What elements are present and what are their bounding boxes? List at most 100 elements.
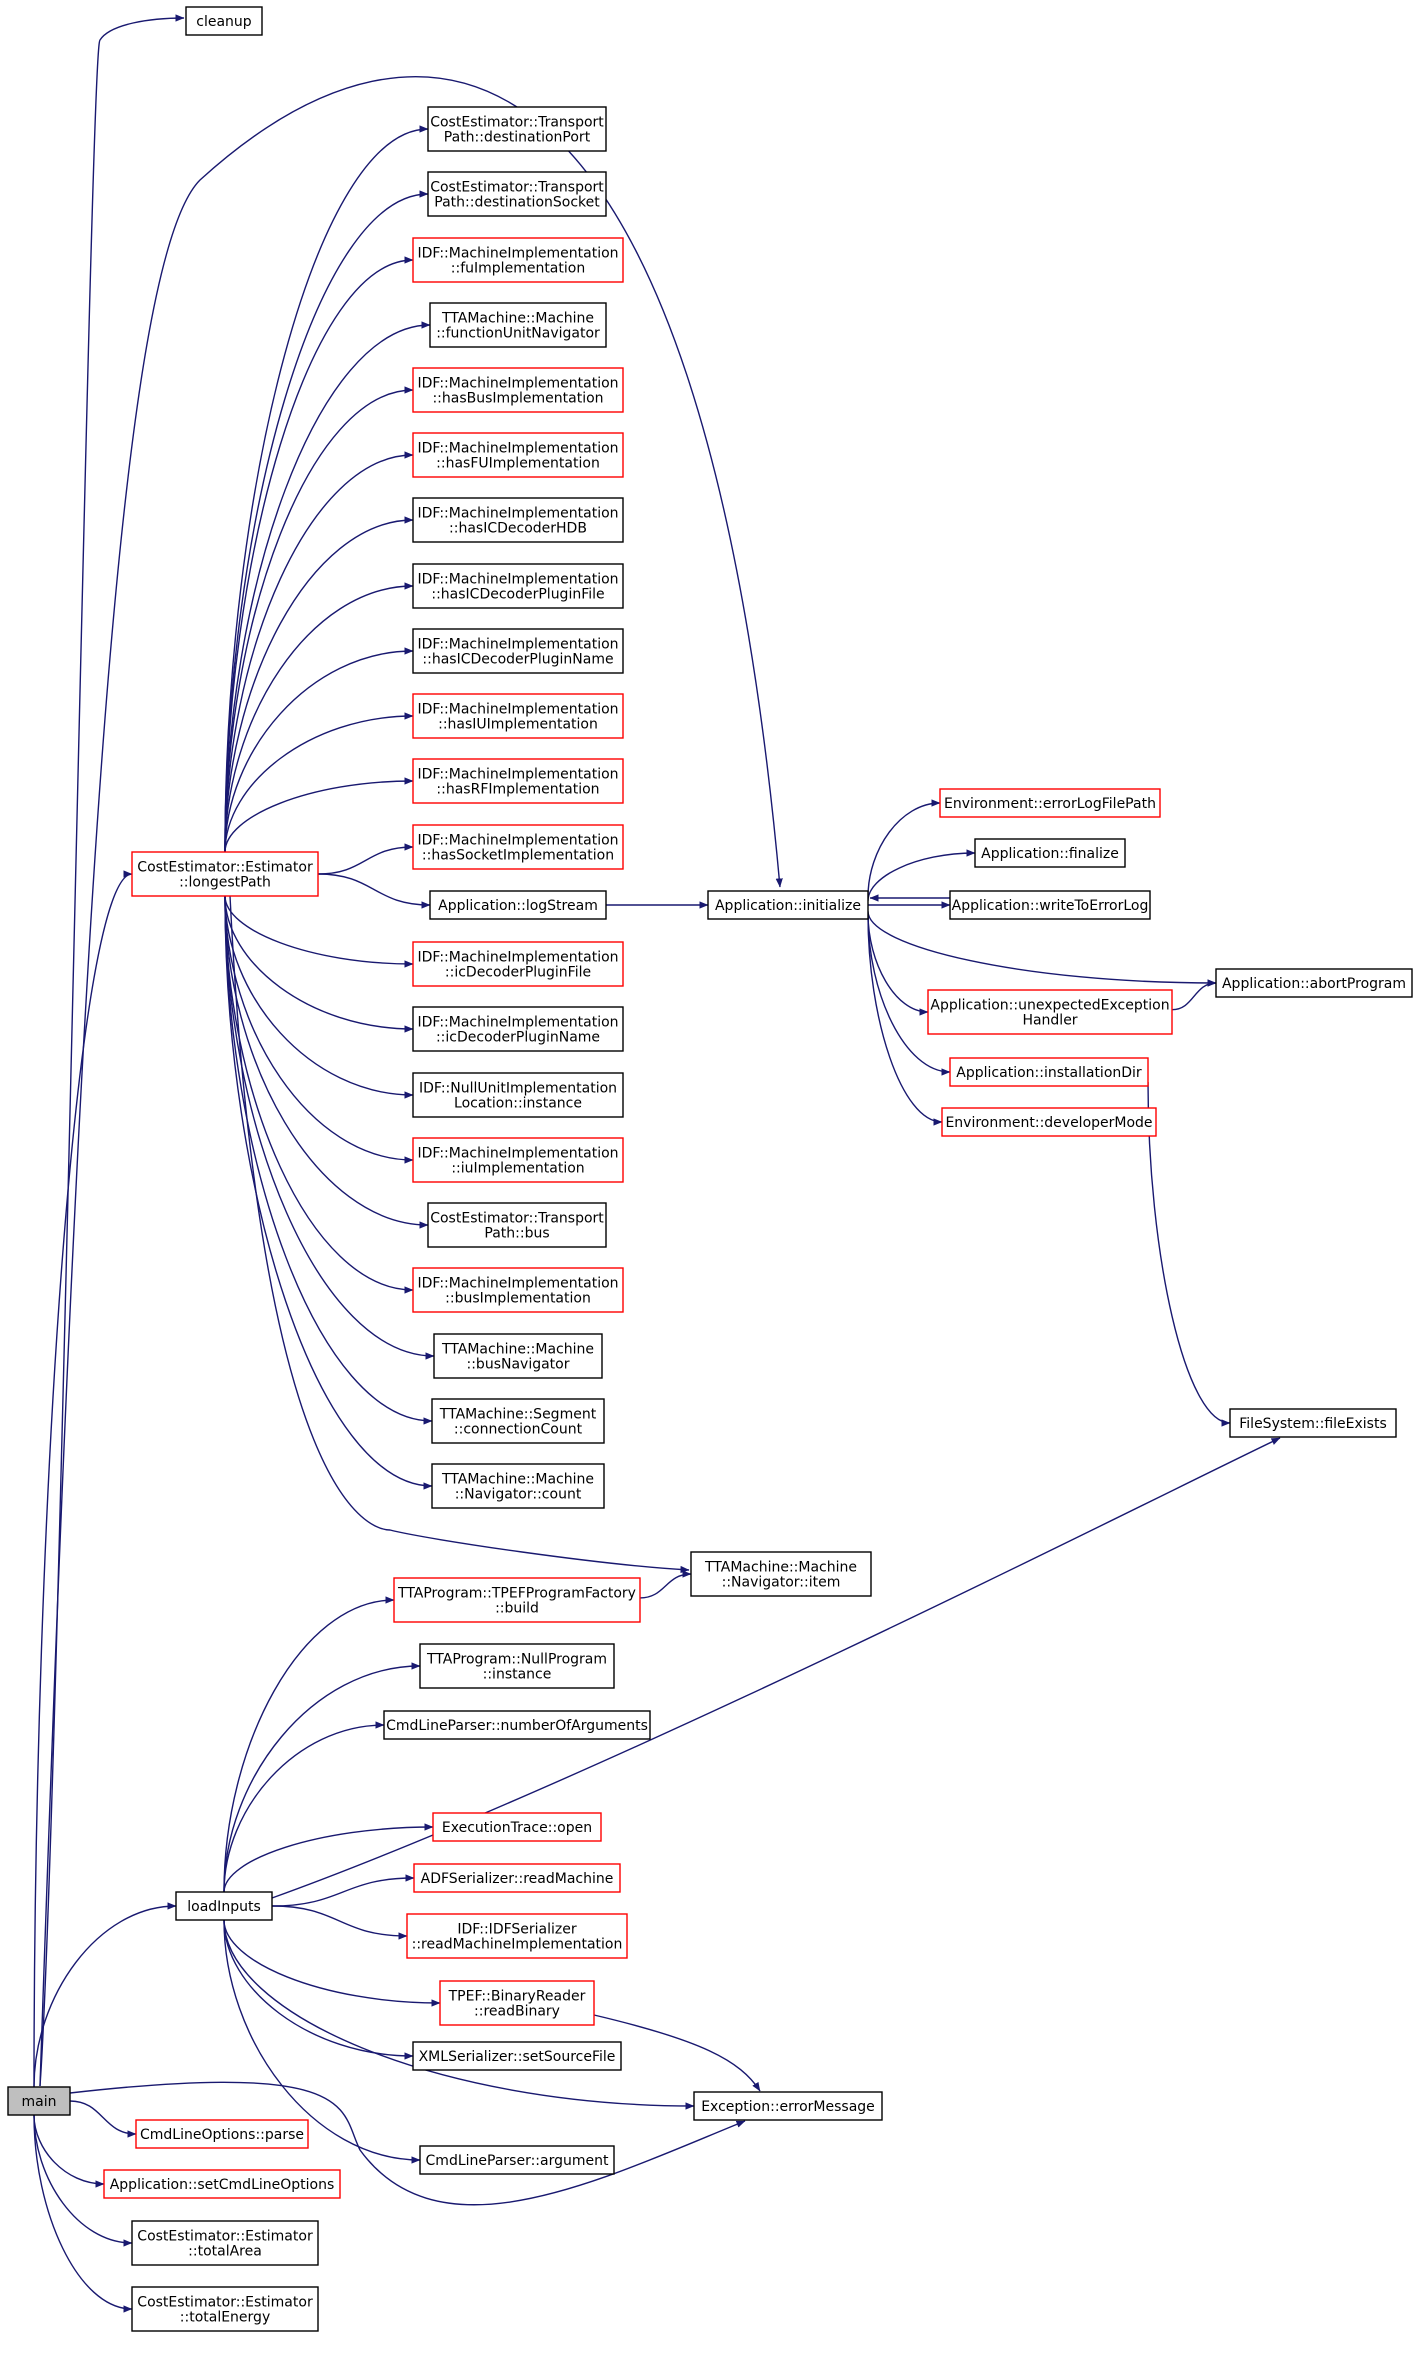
node-traceOpen[interactable]: ExecutionTrace::open — [432, 1812, 602, 1842]
node-box — [939, 788, 1161, 818]
node-setSourceFile[interactable]: XMLSerializer::setSourceFile — [412, 2041, 622, 2071]
node-busImplementation[interactable]: IDF::MachineImplementation::busImplement… — [412, 1267, 624, 1313]
node-label: ::build — [495, 1601, 539, 1617]
edge-longestPath-to-fuImplementation — [224, 256, 414, 853]
edge-main-to-initialize — [39, 76, 783, 2087]
node-cleanup[interactable]: cleanup — [185, 6, 263, 36]
node-box — [412, 1137, 624, 1183]
node-label: Location::instance — [454, 1096, 582, 1112]
node-busNavigator[interactable]: TTAMachine::Machine::busNavigator — [433, 1333, 603, 1379]
node-label: ::hasICDecoderPluginFile — [431, 587, 604, 603]
node-hasICDecoderPluginFile[interactable]: IDF::MachineImplementation::hasICDecoder… — [412, 563, 624, 609]
node-layer: main cleanupCostEstimator::Estimator::lon… — [7, 6, 1413, 2332]
node-hasRFImplementation[interactable]: IDF::MachineImplementation::hasRFImpleme… — [412, 758, 624, 804]
node-tpefBuild[interactable]: TTAProgram::TPEFProgramFactory::build — [393, 1577, 641, 1623]
node-label: CostEstimator::Estimator — [137, 2295, 313, 2311]
edge-main-to-parse — [69, 2100, 137, 2138]
node-errorLogFilePath[interactable]: Environment::errorLogFilePath — [939, 788, 1161, 818]
node-setCmdLineOptions[interactable]: Application::setCmdLineOptions — [103, 2169, 341, 2199]
node-readMachineImpl[interactable]: IDF::IDFSerializer::readMachineImplement… — [406, 1913, 628, 1959]
edge-longestPath-to-nullUnitInstance — [224, 895, 414, 1099]
node-label: IDF::MachineImplementation — [417, 246, 618, 262]
node-label: ::hasICDecoderPluginName — [422, 652, 613, 668]
node-box — [412, 1072, 624, 1118]
node-nullUnitInstance[interactable]: IDF::NullUnitImplementationLocation::ins… — [412, 1072, 624, 1118]
node-box — [419, 1643, 615, 1689]
node-destinationSocket[interactable]: CostEstimator::TransportPath::destinatio… — [427, 171, 607, 217]
node-navCount[interactable]: TTAMachine::Machine::Navigator::count — [431, 1463, 605, 1509]
node-argument[interactable]: CmdLineParser::argument — [419, 2145, 615, 2175]
node-hasBusImplementation[interactable]: IDF::MachineImplementation::hasBusImplem… — [412, 367, 624, 413]
node-fuImplementation[interactable]: IDF::MachineImplementation::fuImplementa… — [412, 237, 624, 283]
node-label: FileSystem::fileExists — [1239, 1416, 1387, 1432]
edge-initialize-to-unexpectedHandler — [867, 913, 929, 1016]
node-errorMessage[interactable]: Exception::errorMessage — [693, 2091, 883, 2121]
node-destinationPort[interactable]: CostEstimator::TransportPath::destinatio… — [427, 106, 607, 152]
node-abortProgram[interactable]: Application::abortProgram — [1215, 968, 1413, 998]
node-label: TTAMachine::Segment — [439, 1407, 597, 1423]
node-label: Exception::errorMessage — [701, 2099, 875, 2115]
edge-longestPath-to-hasBusImplementation — [224, 386, 414, 853]
node-label: CmdLineParser::numberOfArguments — [386, 1718, 648, 1734]
node-label: ::instance — [483, 1667, 552, 1683]
node-label: CostEstimator::Transport — [430, 180, 604, 196]
node-box — [135, 2119, 309, 2149]
node-writeToErrorLog[interactable]: Application::writeToErrorLog — [949, 890, 1151, 920]
node-label: IDF::MachineImplementation — [417, 376, 618, 392]
edge-main-to-totalEnergy — [33, 2114, 133, 2313]
node-hasIUImplementation[interactable]: IDF::MachineImplementation::hasIUImpleme… — [412, 693, 624, 739]
node-nullProgram[interactable]: TTAProgram::NullProgram::instance — [419, 1643, 615, 1689]
node-label: ADFSerializer::readMachine — [421, 1871, 614, 1887]
edge-loadInputs-to-readBinary — [223, 1919, 441, 2007]
edge-loadInputs-to-traceOpen — [223, 1823, 434, 1893]
node-label: Path::destinationPort — [444, 130, 591, 146]
node-readBinary[interactable]: TPEF::BinaryReader::readBinary — [439, 1980, 595, 2026]
edge-initialize-to-developerMode — [867, 914, 943, 1126]
node-box — [412, 693, 624, 739]
node-label: ::Navigator::count — [455, 1487, 582, 1503]
node-label: Application::abortProgram — [1222, 976, 1406, 992]
node-icDecoderPluginName[interactable]: IDF::MachineImplementation::icDecoderPlu… — [412, 1006, 624, 1052]
node-hasICDecoderPluginName[interactable]: IDF::MachineImplementation::hasICDecoder… — [412, 628, 624, 674]
node-finalize[interactable]: Application::finalize — [974, 838, 1126, 868]
node-totalEnergy[interactable]: CostEstimator::Estimator::totalEnergy — [131, 2286, 319, 2332]
edge-loadInputs-to-readMachineImpl — [271, 1905, 408, 1940]
node-box — [131, 2220, 319, 2266]
node-navItem[interactable]: TTAMachine::Machine::Navigator::item — [690, 1551, 872, 1597]
node-label: ::icDecoderPluginFile — [445, 965, 591, 981]
node-label: IDF::MachineImplementation — [417, 441, 618, 457]
node-label: IDF::MachineImplementation — [417, 950, 618, 966]
node-numberOfArguments[interactable]: CmdLineParser::numberOfArguments — [383, 1710, 651, 1740]
edge-main-to-loadInputs — [33, 1902, 177, 2088]
node-label: ::readBinary — [474, 2004, 560, 2020]
node-hasSocketImplementation[interactable]: IDF::MachineImplementation::hasSocketImp… — [412, 824, 624, 870]
node-installationDir[interactable]: Application::installationDir — [949, 1057, 1149, 1087]
node-connectionCount[interactable]: TTAMachine::Segment::connectionCount — [431, 1398, 605, 1444]
edge-longestPath-to-connectionCount — [224, 895, 433, 1425]
node-loadInputs[interactable]: loadInputs — [175, 1891, 273, 1921]
node-icDecoderPluginFile[interactable]: IDF::MachineImplementation::icDecoderPlu… — [412, 941, 624, 987]
node-box — [103, 2169, 341, 2199]
node-label: ::readMachineImplementation — [412, 1937, 623, 1953]
node-readMachine[interactable]: ADFSerializer::readMachine — [413, 1863, 621, 1893]
node-label: XMLSerializer::setSourceFile — [419, 2049, 616, 2065]
node-initialize[interactable]: Application::initialize — [707, 890, 869, 920]
node-label: Application::logStream — [438, 898, 598, 914]
node-hasICDecoderHDB[interactable]: IDF::MachineImplementation::hasICDecoder… — [412, 497, 624, 543]
node-iuImplementation[interactable]: IDF::MachineImplementation::iuImplementa… — [412, 1137, 624, 1183]
node-main[interactable]: main — [7, 2086, 71, 2116]
node-fileExists[interactable]: FileSystem::fileExists — [1229, 1408, 1397, 1438]
node-hasFUImplementation[interactable]: IDF::MachineImplementation::hasFUImpleme… — [412, 432, 624, 478]
node-logStream[interactable]: Application::logStream — [429, 890, 607, 920]
node-label: Path::bus — [484, 1226, 549, 1242]
node-longestPath[interactable]: CostEstimator::Estimator::longestPath — [131, 851, 319, 897]
node-box — [1215, 968, 1413, 998]
node-parse[interactable]: CmdLineOptions::parse — [135, 2119, 309, 2149]
node-label: ::iuImplementation — [451, 1161, 584, 1177]
node-totalArea[interactable]: CostEstimator::Estimator::totalArea — [131, 2220, 319, 2266]
node-label: ::hasRFImplementation — [436, 782, 599, 798]
node-functionUnitNavigator[interactable]: TTAMachine::Machine::functionUnitNavigat… — [429, 302, 607, 348]
node-developerMode[interactable]: Environment::developerMode — [941, 1107, 1157, 1137]
